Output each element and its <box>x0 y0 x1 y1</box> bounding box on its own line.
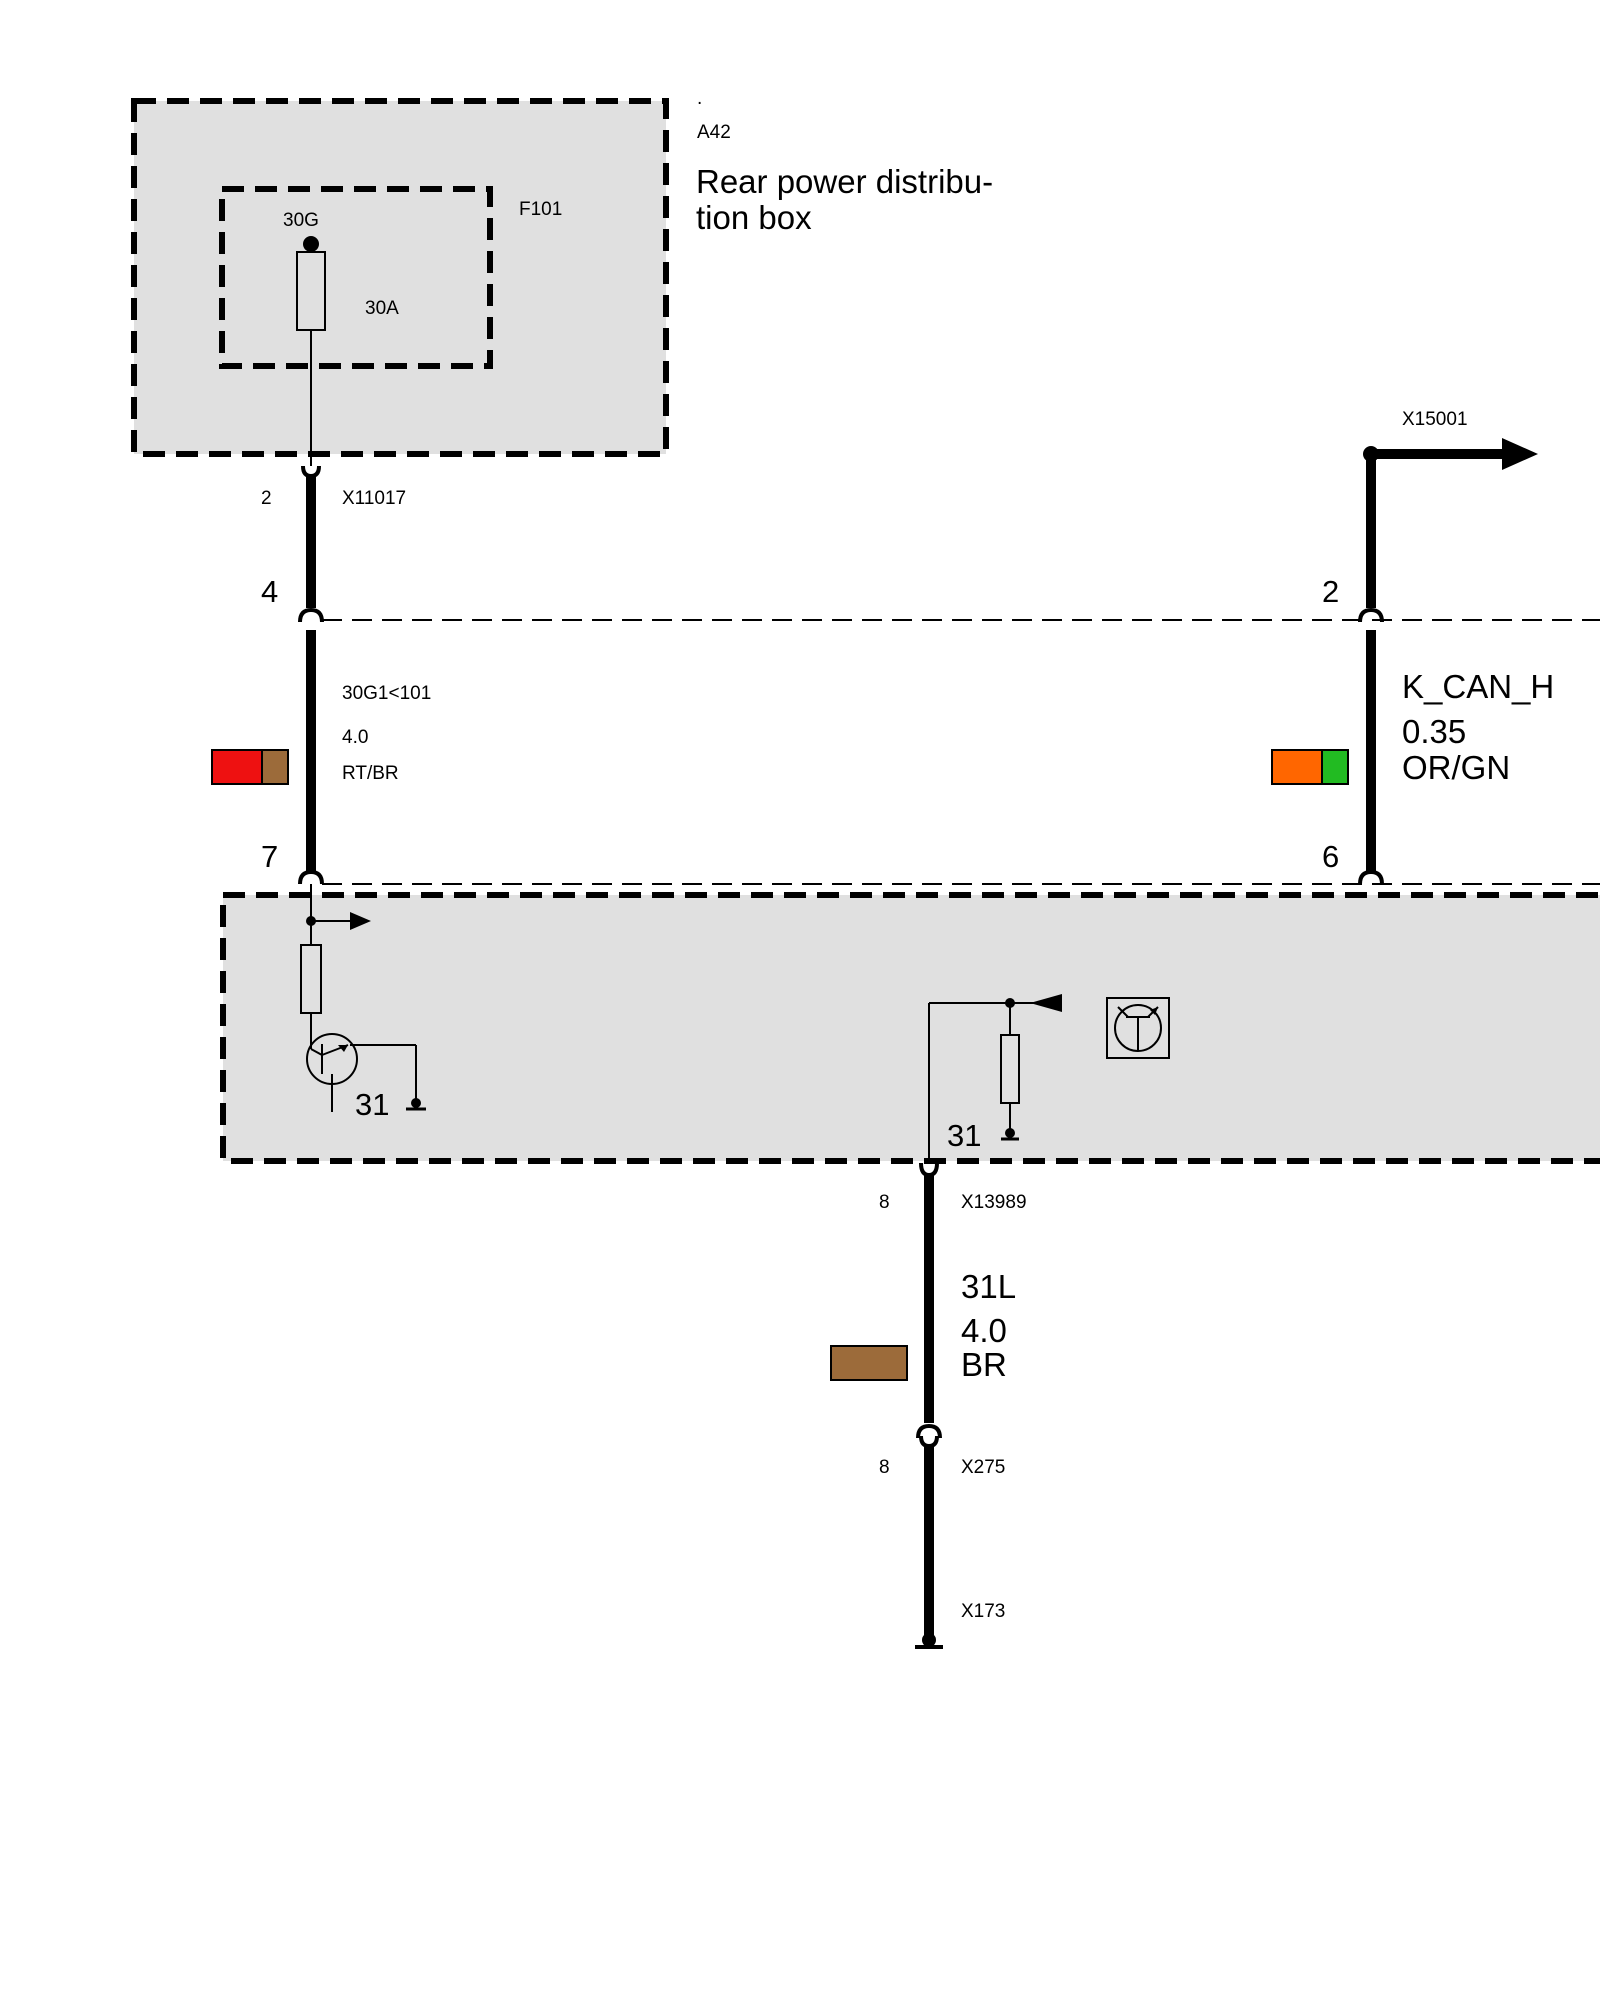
middle-internal-circuit <box>928 994 1062 1161</box>
wire-left-color: RT/BR <box>342 763 399 784</box>
connector-x13989-pin: 8 <box>879 1192 890 1213</box>
connector-x11017-label: X11017 <box>342 488 406 509</box>
transistor-left-icon <box>306 1030 426 1112</box>
module-a42-dot: . <box>697 88 702 109</box>
connector-x275-label: X275 <box>961 1457 1005 1478</box>
connector-x275-plug <box>919 1435 939 1449</box>
wire-ground-color: BR <box>961 1346 1007 1383</box>
module-a42-box <box>131 98 669 457</box>
wire-right-color: OR/GN <box>1402 749 1510 786</box>
wire-left-pin-lower: 7 <box>261 839 278 874</box>
module-a42[interactable] <box>131 98 669 457</box>
left-internal-circuit <box>300 884 371 1030</box>
connector-x13989-socket <box>919 1162 939 1178</box>
wire-right-gauge: 0.35 <box>1402 713 1466 750</box>
fuse-ref: F101 <box>519 199 562 220</box>
connector-right-upper-socket <box>1358 607 1384 623</box>
module-transistor-icon <box>1106 997 1170 1059</box>
wire-left-signal: 30G1<101 <box>342 683 431 704</box>
wire-ground-signal: 31L <box>961 1268 1016 1305</box>
ground-point-icon <box>915 1633 943 1649</box>
wire-ground-gauge: 4.0 <box>961 1312 1007 1349</box>
fuse-rating: 30A <box>365 298 399 319</box>
wire-right-pin-lower: 6 <box>1322 839 1339 874</box>
module-a42-ref: A42 <box>697 122 731 143</box>
connector-x13989-label: X13989 <box>961 1192 1027 1213</box>
connector-left-lower-socket <box>298 869 324 885</box>
wire-left-pin-upper: 4 <box>261 574 278 609</box>
ground-point-label: X173 <box>961 1601 1005 1622</box>
connector-x15001-label: X15001 <box>1402 409 1468 430</box>
wire-left-gauge: 4.0 <box>342 727 368 748</box>
input-arrow-icon <box>1030 994 1062 1012</box>
wire-right-signal: K_CAN_H <box>1402 668 1554 705</box>
lower-module-box[interactable] <box>220 892 1600 1164</box>
ground-left-label: 31 <box>355 1087 389 1122</box>
fuse-terminal: 30G <box>283 210 319 231</box>
connector-x275-pin: 8 <box>879 1457 890 1478</box>
connector-x275-socket <box>916 1423 942 1439</box>
connector-left-upper-socket <box>298 607 324 623</box>
branch-arrow-icon <box>350 912 371 930</box>
connector-x11017-socket <box>301 465 321 479</box>
right-arrow-icon[interactable] <box>1502 438 1538 470</box>
wire-left-color-swatch <box>211 749 289 785</box>
fuse-f101-box <box>219 186 493 369</box>
ground-mid-label: 31 <box>947 1118 981 1153</box>
module-a42-name-line2: tion box <box>696 199 812 236</box>
connector-right-lower-socket <box>1358 869 1384 885</box>
wire-ground-color-swatch <box>830 1345 908 1381</box>
wire-right-color-swatch <box>1271 749 1349 785</box>
connector-x11017-pin: 2 <box>261 488 272 509</box>
wire-right-pin-upper: 2 <box>1322 574 1339 609</box>
module-a42-name-line1: Rear power distribu- <box>696 163 993 200</box>
